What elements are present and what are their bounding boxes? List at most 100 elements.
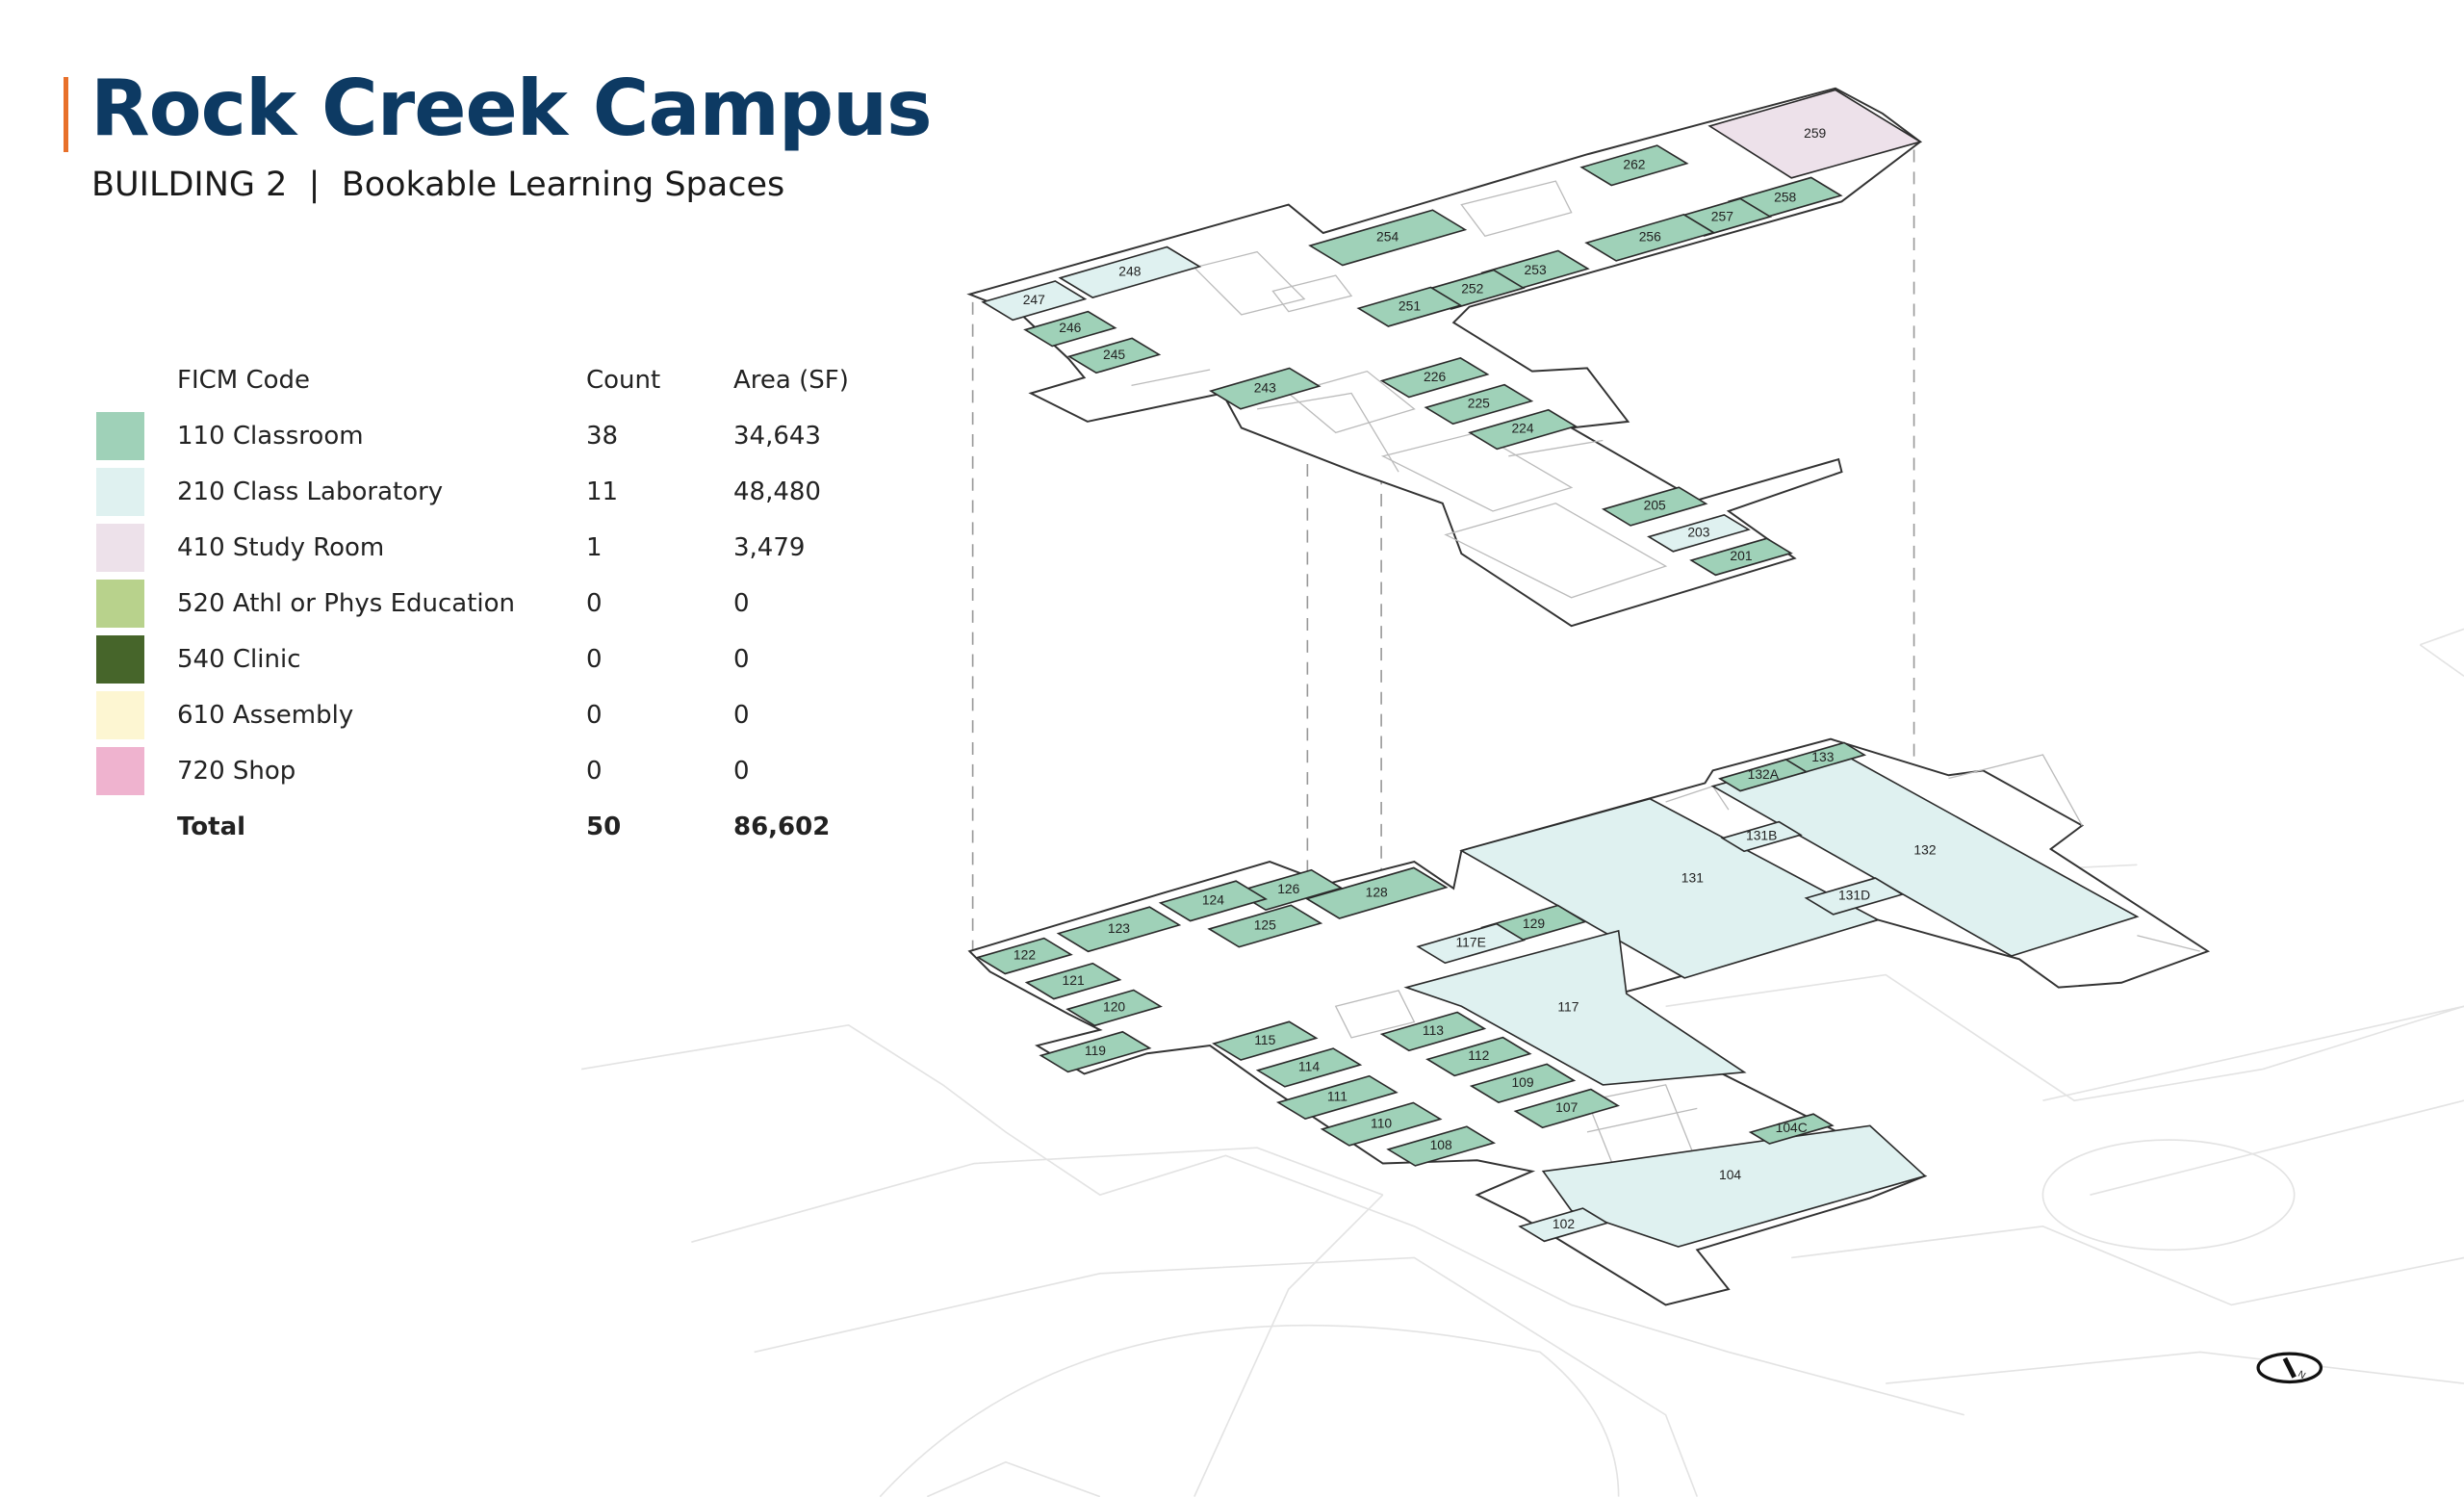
legend-label: 520 Athl or Phys Education bbox=[177, 589, 516, 618]
room-label: 119 bbox=[1085, 1043, 1106, 1058]
legend-count: 1 bbox=[586, 533, 603, 562]
legend-count: 11 bbox=[586, 477, 619, 506]
room-label: 104C bbox=[1776, 1120, 1808, 1135]
legend-row-410: 410 Study Room 1 3,479 bbox=[96, 524, 866, 572]
room-shape-117 bbox=[1403, 929, 1747, 1086]
room-label: 121 bbox=[1063, 972, 1085, 988]
room-label: 125 bbox=[1254, 917, 1276, 933]
room-label: 251 bbox=[1399, 297, 1421, 313]
room-shape-122 bbox=[976, 937, 1073, 975]
room-label: 226 bbox=[1424, 369, 1446, 384]
legend-total-row: Total 50 86,602 bbox=[96, 803, 866, 851]
legend-area: 0 bbox=[733, 701, 750, 730]
room-shape-108 bbox=[1386, 1125, 1497, 1167]
room-label: 132A bbox=[1748, 766, 1780, 782]
room-shape-262 bbox=[1579, 144, 1689, 187]
title-accent-bar bbox=[64, 77, 68, 152]
room-shape-254 bbox=[1308, 209, 1468, 267]
room-shape-125 bbox=[1207, 904, 1323, 948]
room-label: 252 bbox=[1461, 280, 1483, 296]
room-shape-131B bbox=[1720, 820, 1803, 853]
legend-area: 0 bbox=[733, 757, 750, 786]
legend-swatch bbox=[96, 580, 144, 628]
room-label: 131 bbox=[1681, 870, 1704, 886]
room-shape-114 bbox=[1255, 1047, 1363, 1088]
room-shape-111 bbox=[1275, 1074, 1399, 1121]
room-shape-259 bbox=[1707, 89, 1923, 179]
north-label: N bbox=[2296, 1369, 2307, 1381]
room-shape-251 bbox=[1356, 286, 1463, 327]
legend-label: 410 Study Room bbox=[177, 533, 385, 562]
room-shape-256 bbox=[1584, 213, 1716, 262]
room-label: 126 bbox=[1277, 881, 1299, 896]
room-label: 205 bbox=[1644, 498, 1666, 513]
room-shape-123 bbox=[1056, 906, 1182, 953]
room-label: 257 bbox=[1711, 208, 1733, 223]
legend-count: 0 bbox=[586, 589, 603, 618]
total-label: Total bbox=[177, 813, 246, 841]
room-label: 114 bbox=[1298, 1059, 1320, 1074]
legend-label: 540 Clinic bbox=[177, 645, 301, 674]
room-shape-121 bbox=[1024, 962, 1122, 1000]
room-label: 246 bbox=[1059, 320, 1081, 335]
room-label: 109 bbox=[1511, 1074, 1533, 1090]
room-label: 110 bbox=[1371, 1115, 1392, 1130]
legend-area: 3,479 bbox=[733, 533, 806, 562]
room-label: 259 bbox=[1804, 125, 1826, 141]
room-label: 117 bbox=[1557, 999, 1578, 1015]
rooms-layer bbox=[976, 89, 2140, 1248]
legend-swatch bbox=[96, 635, 144, 684]
room-shape-225 bbox=[1424, 383, 1534, 426]
legend-area: 34,643 bbox=[733, 422, 821, 451]
legend-label: 720 Shop bbox=[177, 757, 296, 786]
legend-area: 0 bbox=[733, 645, 750, 674]
legend-label: 610 Assembly bbox=[177, 701, 354, 730]
room-shape-248 bbox=[1058, 245, 1202, 298]
legend-swatch bbox=[96, 412, 144, 460]
room-label: 128 bbox=[1366, 884, 1388, 899]
legend-swatch bbox=[96, 524, 144, 572]
room-shape-104 bbox=[1541, 1124, 1927, 1248]
room-shape-119 bbox=[1039, 1030, 1152, 1073]
legend-row-720: 720 Shop 0 0 bbox=[96, 747, 866, 795]
level-2-interior bbox=[1131, 180, 1668, 599]
room-label: 243 bbox=[1254, 379, 1276, 395]
room-shape-131D bbox=[1804, 877, 1905, 916]
legend-row-540: 540 Clinic 0 0 bbox=[96, 635, 866, 684]
header-ficm-code: FICM Code bbox=[177, 366, 311, 395]
room-shape-243 bbox=[1209, 367, 1322, 410]
room-label: 112 bbox=[1468, 1047, 1489, 1063]
legend-swatch bbox=[96, 691, 144, 739]
room-label: 111 bbox=[1327, 1089, 1348, 1104]
room-shape-120 bbox=[1065, 989, 1163, 1027]
total-count: 50 bbox=[586, 813, 622, 841]
room-label: 256 bbox=[1639, 229, 1661, 245]
north-arrow-icon: N bbox=[2256, 1352, 2323, 1384]
room-shape-113 bbox=[1379, 1011, 1487, 1052]
room-label: 123 bbox=[1108, 920, 1130, 936]
room-shape-117E bbox=[1416, 922, 1527, 965]
room-shape-226 bbox=[1379, 356, 1490, 399]
legend-row-520: 520 Athl or Phys Education 0 0 bbox=[96, 580, 866, 628]
page-subtitle: BUILDING 2 | Bookable Learning Spaces bbox=[91, 166, 785, 204]
room-label: 245 bbox=[1103, 347, 1125, 362]
room-shape-102 bbox=[1518, 1207, 1609, 1243]
room-label: 129 bbox=[1523, 916, 1545, 931]
room-label: 104 bbox=[1719, 1167, 1741, 1182]
room-label: 225 bbox=[1468, 396, 1490, 411]
room-label: 131D bbox=[1838, 888, 1870, 903]
page-title: Rock Creek Campus bbox=[90, 64, 933, 153]
legend-area: 48,480 bbox=[733, 477, 821, 506]
legend-count: 0 bbox=[586, 645, 603, 674]
room-label: 113 bbox=[1423, 1022, 1444, 1038]
room-label: 248 bbox=[1118, 263, 1141, 278]
legend-count: 0 bbox=[586, 757, 603, 786]
legend-area: 0 bbox=[733, 589, 750, 618]
room-label: 131B bbox=[1746, 828, 1777, 843]
room-label: 254 bbox=[1376, 229, 1399, 245]
legend-label: 210 Class Laboratory bbox=[177, 477, 444, 506]
room-label: 247 bbox=[1023, 292, 1045, 307]
room-shape-128 bbox=[1304, 866, 1449, 919]
